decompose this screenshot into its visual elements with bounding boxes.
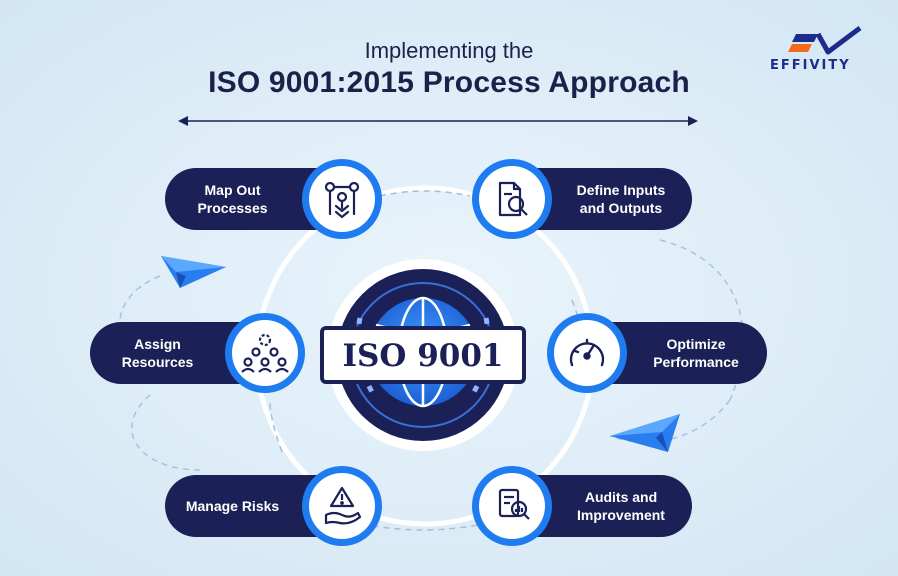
subtitle: Implementing the <box>364 38 534 63</box>
step-audits-improvement: Audits and Improvement <box>480 475 692 537</box>
dashed-arc-right <box>571 299 584 356</box>
step-label-line: and Outputs <box>579 200 663 216</box>
step-optimize-performance: Optimize Performance <box>555 322 767 384</box>
paper-plane-left-icon <box>161 256 226 288</box>
step-label-line: Processes <box>197 200 268 216</box>
step-map-out-processes: Map Out Processes <box>165 168 370 230</box>
iso-badge <box>320 259 526 451</box>
step-label-line: Assign <box>134 336 181 352</box>
plane-path-right <box>659 239 744 401</box>
page-title: ISO 9001:2015 Process Approach <box>208 66 690 99</box>
step-assign-resources: Assign Resources <box>90 322 295 384</box>
plane-path-right-lower <box>609 399 731 443</box>
plane-path-left-lower <box>131 394 201 471</box>
step-label-line: Performance <box>653 354 739 370</box>
step-manage-risks: Manage Risks <box>165 475 370 537</box>
dashed-arc-left <box>269 399 283 453</box>
step-label-line: Audits and <box>584 489 658 505</box>
step-define-inputs-outputs: Define Inputs and Outputs <box>480 168 692 230</box>
brand-logo-text: EFFIVITY <box>770 58 851 73</box>
step-label-line: Define Inputs <box>576 182 666 198</box>
paper-plane-right-icon <box>610 414 680 452</box>
step-label-line: Manage Risks <box>185 498 280 514</box>
step-label-line: Resources <box>121 354 194 370</box>
step-label-line: Map Out <box>204 182 261 198</box>
effivity-logo-icon <box>788 26 862 55</box>
iso-badge-label: ISO 9001 <box>342 338 504 374</box>
dashed-arc-top <box>379 190 471 197</box>
step-label-line: Improvement <box>577 507 665 523</box>
step-label-line: Optimize <box>666 336 726 352</box>
title-divider <box>178 116 698 126</box>
